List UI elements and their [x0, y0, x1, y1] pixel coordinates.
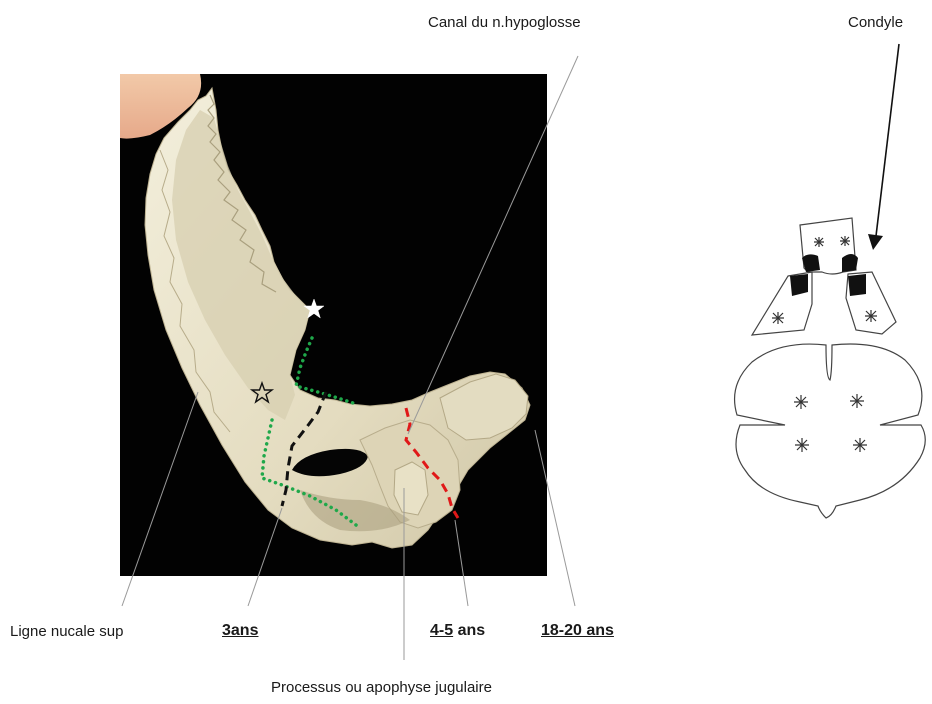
condyle-black-lateral-left	[790, 274, 808, 296]
label-4-5ans-suffix: ans	[453, 622, 485, 639]
asterisk-icon	[853, 438, 867, 452]
asterisk-icon	[840, 236, 850, 246]
arrowhead-icon	[868, 234, 883, 250]
ossification-schematic	[735, 218, 926, 518]
label-4-5ans: 4-5 ans	[430, 622, 485, 640]
asterisk-icon	[795, 438, 809, 452]
condyle-black-lateral-right	[848, 274, 866, 296]
condyle-black-right	[842, 254, 858, 272]
label-3ans: 3ans	[222, 622, 258, 640]
asterisk-icon	[865, 310, 877, 322]
label-18-20ans: 18-20 ans	[541, 622, 614, 640]
asterisk-icon	[814, 237, 824, 247]
asterisk-icon	[850, 394, 864, 408]
label-4-5ans-underlined: 4-5	[430, 622, 453, 639]
asterisk-icon	[794, 395, 808, 409]
label-canal-hypoglosse: Canal du n.hypoglosse	[428, 14, 581, 32]
label-ligne-nucale: Ligne nucale sup	[10, 623, 123, 641]
bone-photo	[120, 74, 547, 576]
label-processus-jugulaire: Processus ou apophyse jugulaire	[271, 679, 492, 697]
asterisk-icon	[772, 312, 784, 324]
condyle-arrow	[868, 44, 899, 250]
schematic-squama	[735, 344, 926, 518]
label-condyle: Condyle	[848, 14, 903, 32]
